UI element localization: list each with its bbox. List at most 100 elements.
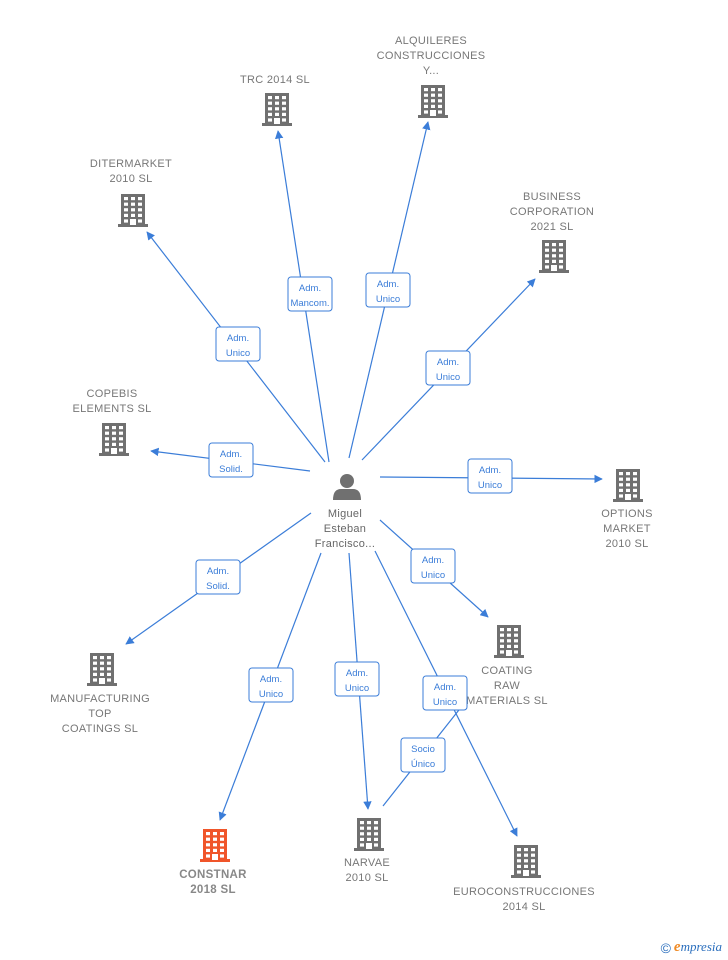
node-label-line: COATING [481, 665, 532, 677]
edge-label-text: Solid. [219, 464, 243, 475]
edge-label-box [410, 548, 456, 584]
building-icon[interactable] [118, 194, 148, 227]
edge-label-copebis[interactable]: Adm. Solid. [208, 442, 254, 478]
empresia-logo[interactable]: empresia [673, 939, 722, 955]
node-label: MANUFACTURING TOP COATINGS SL [50, 693, 150, 735]
edge-label-text: Unico [259, 689, 283, 700]
copyright-footer: © empresia [661, 939, 722, 956]
edge-label-text: Socio [411, 744, 435, 755]
node-label-line: RAW [494, 680, 520, 692]
node-label-line: DITERMARKET [90, 158, 172, 170]
building-icon[interactable] [613, 469, 643, 502]
edge-label-text: Adm. [260, 674, 282, 685]
node-label-line: CONSTNAR [179, 869, 247, 881]
node-label-line: COPEBIS [86, 388, 137, 400]
building-icon[interactable] [539, 240, 569, 273]
edge-label-box [248, 667, 294, 703]
edge-label-box [208, 442, 254, 478]
building-icon[interactable] [511, 845, 541, 878]
node-label-line: BUSINESS [523, 191, 581, 203]
edge-label-box [365, 272, 411, 308]
edge-label-trc[interactable]: Adm. Mancom. [287, 276, 333, 312]
edge-label-text: Unico [436, 372, 460, 383]
edge-label-text: Unico [376, 294, 400, 305]
edge-labels-layer: Adm.Mancom.Adm.UnicoAdm.UnicoAdm.UnicoAd… [195, 272, 513, 773]
node-label-line: TOP [88, 708, 111, 720]
node-label-line: CONSTRUCCIONES [377, 50, 486, 62]
node-label-line: Esteban [324, 523, 366, 535]
edge-label-box [400, 737, 446, 773]
edge-label-text: Adm. [479, 465, 501, 476]
node-label-line: 2010 SL [345, 872, 388, 884]
building-icon[interactable] [494, 625, 524, 658]
node-label-line: 2021 SL [530, 221, 573, 233]
node-label: COATING RAW MATERIALS SL [466, 665, 548, 707]
node-label: BUSINESS CORPORATION 2021 SL [510, 191, 594, 233]
edge-label-text: Unico [345, 683, 369, 694]
edge-label-ditermarket[interactable]: Adm.Unico [215, 326, 261, 362]
node-label: ALQUILERES CONSTRUCCIONES Y... [377, 35, 486, 77]
node-label-line: OPTIONS [601, 508, 653, 520]
edge-label-box [425, 350, 471, 386]
edge-label-manufacturing[interactable]: Adm. Solid. [195, 559, 241, 595]
edge-label-text: Unico [478, 480, 502, 491]
edge-label-text: Adm. [346, 668, 368, 679]
edge-label-text: Adm. [299, 283, 321, 294]
edge-label-box [195, 559, 241, 595]
building-icon[interactable] [418, 85, 448, 118]
node-label-line: Y... [423, 65, 439, 77]
edge-label-coating[interactable]: Adm.Unico [410, 548, 456, 584]
node-label-line: TRC 2014 SL [240, 74, 310, 86]
edge-label-alquileres[interactable]: Adm. Unico [365, 272, 411, 308]
edge-label-box [287, 276, 333, 312]
edge-label-text: Adm. [220, 449, 242, 460]
edge-label-text: Adm. [434, 682, 456, 693]
node-label-line: MANUFACTURING [50, 693, 150, 705]
node-label-line: 2010 SL [605, 538, 648, 550]
building-icon[interactable] [87, 653, 117, 686]
building-icon[interactable] [262, 93, 292, 126]
building-icon[interactable] [354, 818, 384, 851]
edge-label-text: Adm. [207, 566, 229, 577]
copyright-icon: © [660, 939, 671, 956]
node-label-line: MARKET [603, 523, 651, 535]
node-label-line: Miguel [328, 508, 362, 520]
node-label: TRC 2014 SL [240, 74, 310, 86]
node-label: MiguelEstebanFrancisco... [315, 508, 375, 550]
edge-label-text: Unico [226, 348, 250, 359]
edge-label-text: Solid. [206, 581, 230, 592]
node-label-line: MATERIALS SL [466, 695, 548, 707]
building-icon[interactable] [200, 829, 230, 862]
node-label-line: ELEMENTS SL [72, 403, 151, 415]
edge-label-euro[interactable]: Adm.Unico [422, 675, 468, 711]
edge-label-box [215, 326, 261, 362]
edge-label-text: Único [411, 759, 435, 770]
edge-label-text: Mancom. [290, 298, 329, 309]
node-label-line: NARVAE [344, 857, 390, 869]
node-label-line: COATINGS SL [62, 723, 138, 735]
node-label: DITERMARKET 2010 SL [90, 158, 172, 185]
edge-label-text: Adm. [377, 279, 399, 290]
person-icon[interactable] [333, 474, 361, 500]
node-label-line: 2010 SL [109, 173, 152, 185]
node-label-line: CORPORATION [510, 206, 594, 218]
node-label: COPEBIS ELEMENTS SL [72, 388, 151, 415]
node-label: NARVAE 2010 SL [344, 857, 390, 884]
edge-label-box [467, 458, 513, 494]
edge-label-options[interactable]: Adm. Unico [467, 458, 513, 494]
edge-label-constnar[interactable]: Adm. Unico [248, 667, 294, 703]
node-label-line: ALQUILERES [395, 35, 467, 47]
edge-label-text: Adm. [437, 357, 459, 368]
edge-label-business[interactable]: Adm. Unico [425, 350, 471, 386]
node-label-line: EUROCONSTRUCCIONES [453, 886, 595, 898]
building-icon[interactable] [99, 423, 129, 456]
edge-label-box [334, 661, 380, 697]
edge-label-narvae[interactable]: Adm. Unico [334, 661, 380, 697]
node-label-line: Francisco... [315, 538, 375, 550]
edge-label-text: Adm. [422, 555, 444, 566]
